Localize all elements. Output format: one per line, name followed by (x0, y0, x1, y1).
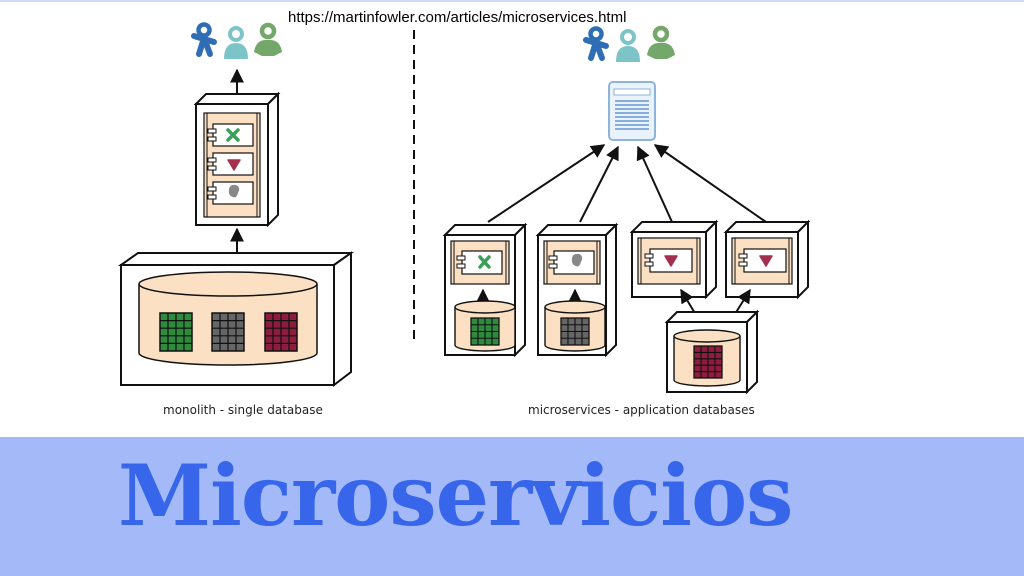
top-divider (0, 0, 1024, 2)
shared-database-box (664, 309, 760, 395)
document-icon (608, 81, 656, 141)
microservice-box-3 (629, 219, 719, 300)
microservice-box-4 (723, 219, 811, 300)
monolith-data-grid-gray (211, 312, 245, 352)
microservices-users-icon (586, 28, 675, 64)
monolith-caption: monolith - single database (163, 403, 323, 417)
arrow-svc2-to-doc (579, 145, 619, 223)
monolith-data-grid-maroon (264, 312, 298, 352)
monolith-database-box (117, 251, 355, 388)
source-url[interactable]: https://martinfowler.com/articles/micros… (288, 9, 627, 26)
monolith-app-box (193, 91, 281, 228)
architecture-diagram (117, 0, 811, 395)
microservice-box-1 (442, 222, 528, 358)
arrow-svc4-to-doc (653, 144, 767, 223)
title-band (0, 437, 1024, 576)
microservices-caption: microservices - application databases (528, 403, 755, 417)
monolith-users-icon (194, 25, 282, 61)
arrow-svc3-to-doc (636, 145, 673, 223)
arrow-svc1-to-doc (487, 144, 606, 223)
microservice-box-2 (535, 222, 619, 358)
monolith-data-grid-green (159, 312, 193, 352)
slide-title: Microservicios (118, 446, 793, 545)
